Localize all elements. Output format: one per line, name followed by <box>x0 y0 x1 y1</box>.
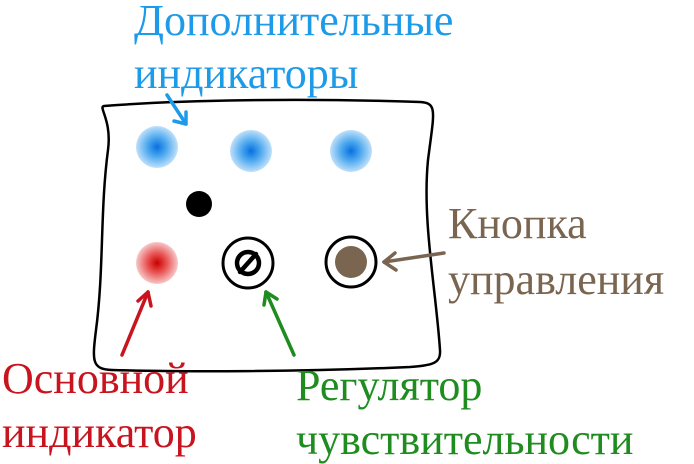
main-indicator-light <box>136 242 178 284</box>
arrow-sensitivity-knob <box>262 290 296 357</box>
arrow-extra-indicators <box>165 93 188 126</box>
label-main-indicator-line2: индикатор <box>2 408 197 457</box>
label-sensitivity-knob-line1: Регулятор <box>296 361 482 410</box>
extra-indicator-1 <box>136 126 178 168</box>
sensitivity-knob[interactable] <box>221 236 275 290</box>
arrow-main-indicator <box>120 290 153 357</box>
label-extra-indicators-line1: Дополнительные <box>134 0 453 45</box>
device-panel <box>92 98 442 373</box>
control-button[interactable] <box>324 235 378 289</box>
black-dot <box>186 191 212 217</box>
extra-indicator-3 <box>330 130 372 172</box>
label-control-button-line2: управления <box>448 255 664 304</box>
arrow-control-button <box>382 251 446 272</box>
label-control-button-line1: Кнопка <box>448 199 587 248</box>
label-sensitivity-knob-line2: чувствительности <box>296 415 633 464</box>
label-extra-indicators-line2: индикаторы <box>134 49 358 98</box>
extra-indicator-2 <box>230 130 272 172</box>
label-main-indicator-line1: Основной <box>2 354 189 403</box>
